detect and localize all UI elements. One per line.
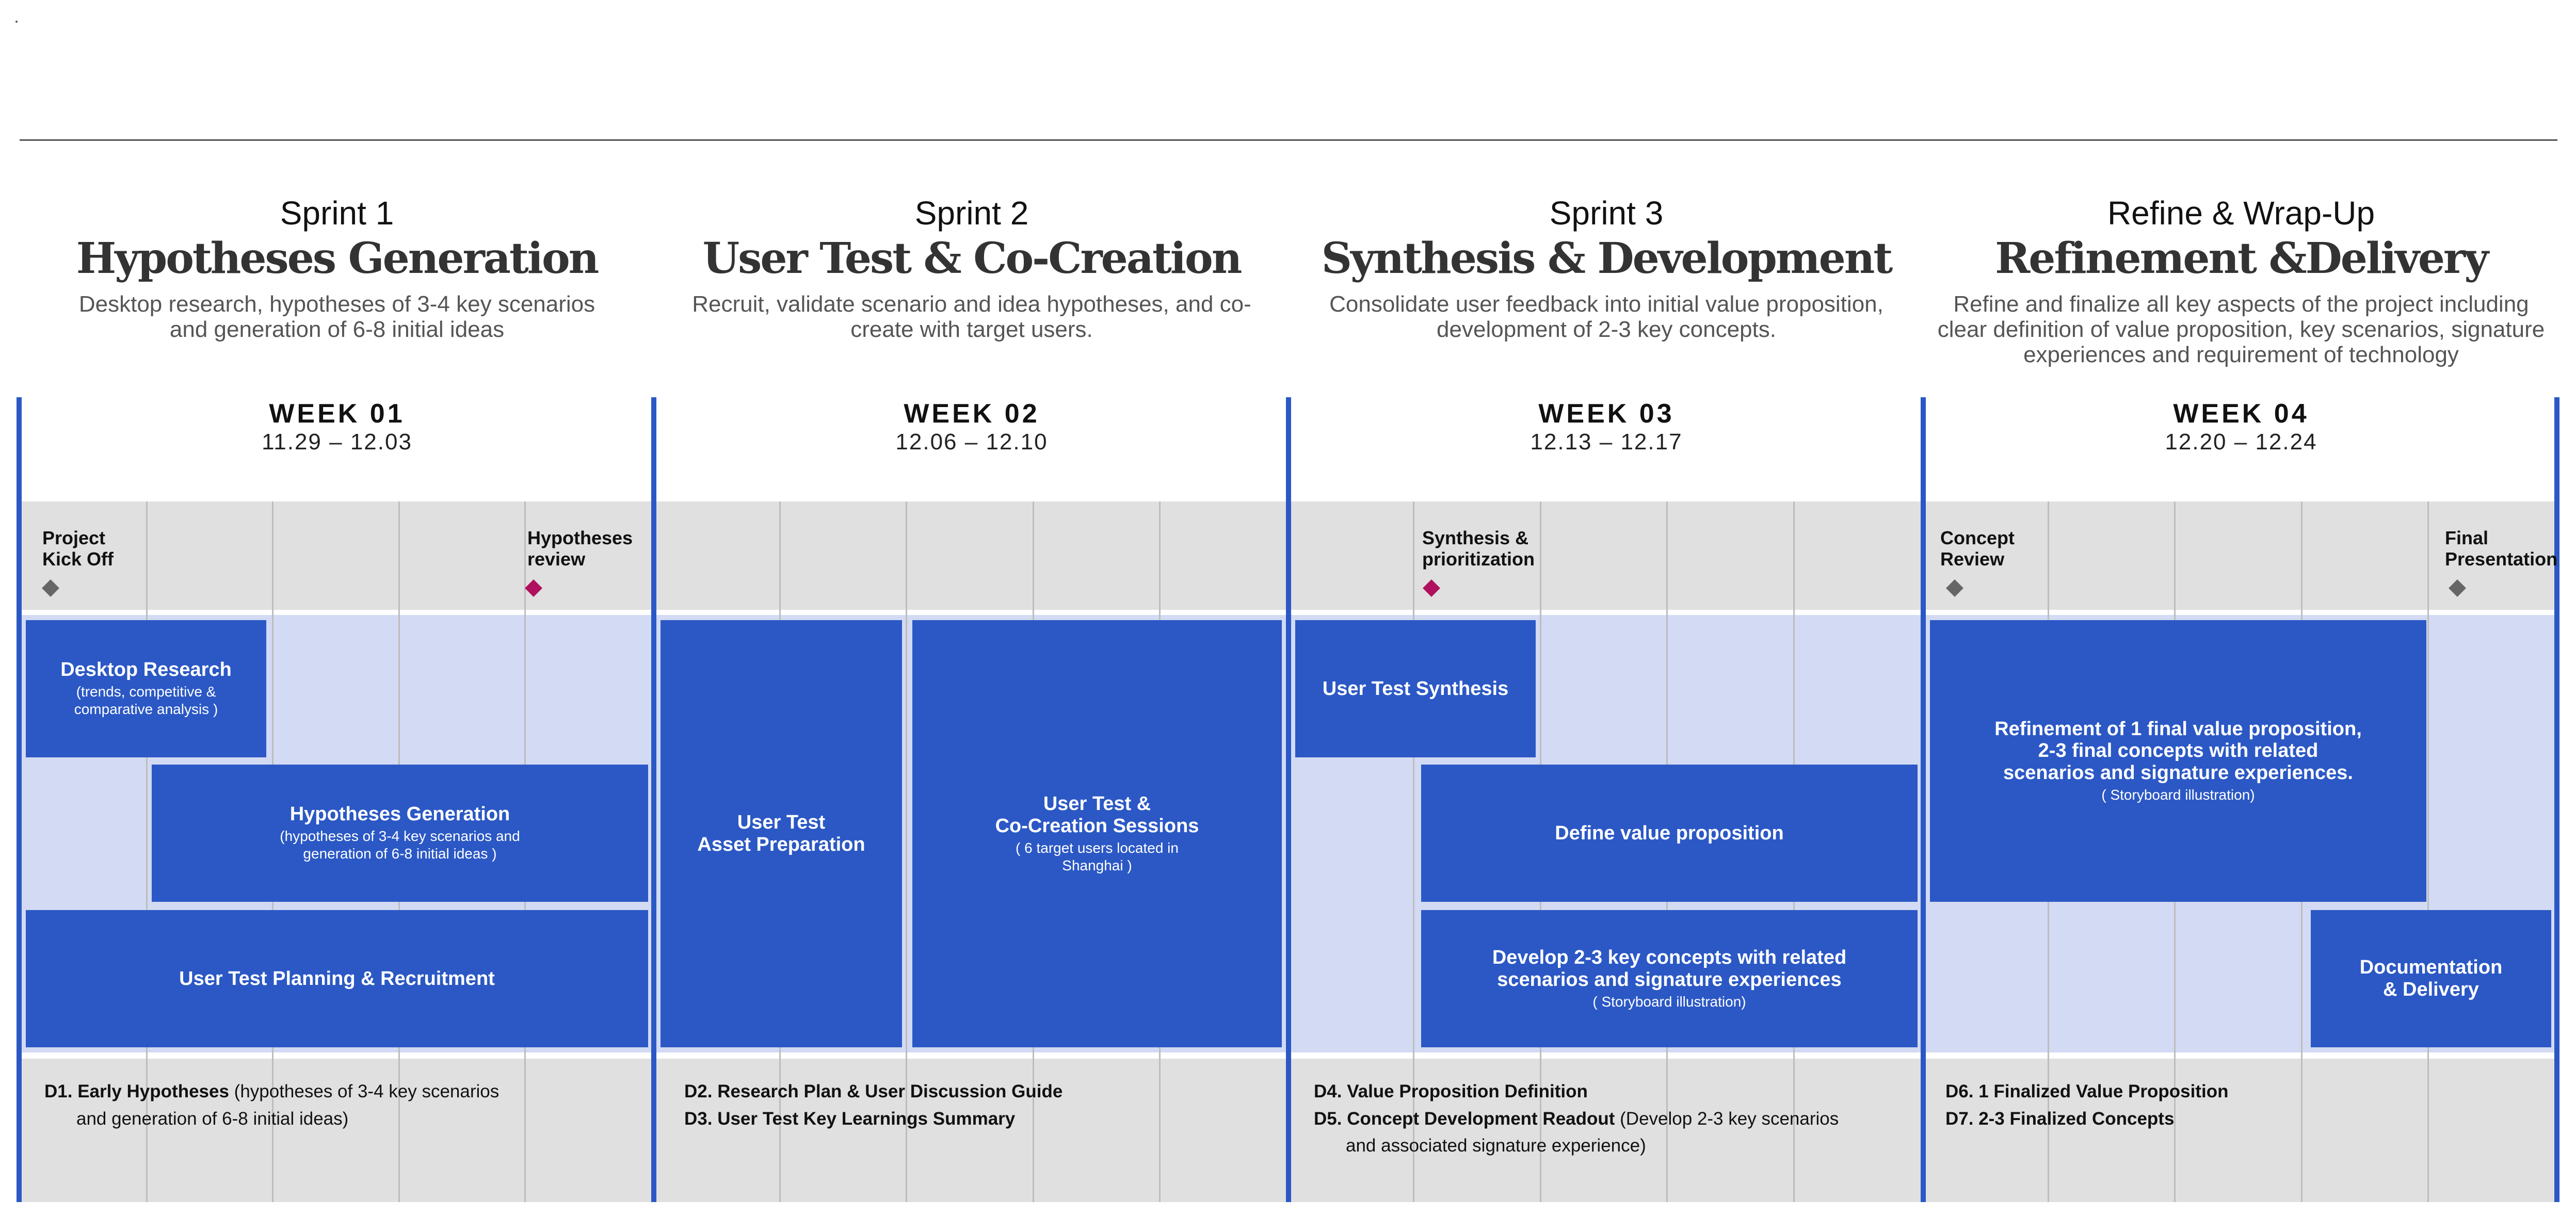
sprint-title: Synthesis & Development (1321, 234, 1893, 284)
week-dates: 11.29 – 12.03 (262, 429, 412, 455)
week-dates: 12.13 – 12.17 (1530, 429, 1683, 455)
corner-dot (15, 21, 18, 23)
sprint-description: Recruit, validate scenario and idea hypo… (654, 291, 1289, 343)
sprint-description-line: development of 2-3 key concepts. (1437, 316, 1776, 342)
task-documentation-delivery[interactable]: Documentation & Delivery (2311, 910, 2551, 1047)
task-user-test-planning[interactable]: User Test Planning & Recruitment (26, 910, 648, 1047)
sprint-2-header: Sprint 2 User Test & Co-Creation Recruit… (654, 195, 1289, 342)
sprint-description: Consolidate user feedback into initial v… (1289, 291, 1924, 343)
sprint-4-header: Refine & Wrap-Up Refinement &Delivery Re… (1924, 194, 2558, 368)
sprint-label: Sprint 2 (914, 194, 1029, 232)
week-label: WEEK 02 (904, 399, 1040, 429)
week-separator (1921, 397, 1926, 1202)
week-02-header: WEEK 02 12.06 – 12.10 (654, 398, 1289, 455)
deliverable-title: D5. Concept Development Readout (1314, 1108, 1615, 1129)
day-gridline (2427, 501, 2429, 1202)
task-title: User Test Synthesis (1322, 677, 1509, 700)
task-subtitle: ( 6 target users located in Shanghai ) (1016, 839, 1179, 873)
deliverable-title: D1. Early Hypotheses (44, 1081, 229, 1101)
task-subtitle: ( Storyboard illustration) (2101, 787, 2255, 803)
week-dates: 12.20 – 12.24 (2165, 429, 2317, 455)
deliverables-week-03: D4. Value Proposition Definition D5. Con… (1314, 1078, 1912, 1160)
deliverable-d2: D2. Research Plan & User Discussion Guid… (684, 1081, 1063, 1101)
sprint-title: Refinement &Delivery (1995, 234, 2489, 284)
sprint-description-line: create with target users. (850, 316, 1093, 342)
sprint-label: Refine & Wrap-Up (2107, 194, 2375, 232)
sprint-description-line: Consolidate user feedback into initial v… (1329, 291, 1883, 317)
sprint-description: Desktop research, hypotheses of 3-4 key … (20, 291, 654, 343)
task-title: User Test Asset Preparation (697, 812, 865, 855)
day-gridline (1413, 501, 1414, 1202)
sprint-description-line: Refine and finalize all key aspects of t… (1953, 291, 2529, 317)
milestone-label: Concept Review (1940, 527, 2015, 570)
week-label: WEEK 03 (1538, 399, 1675, 429)
task-title: Develop 2-3 key concepts with related sc… (1492, 946, 1847, 991)
sprint-description: Refine and finalize all key aspects of t… (1924, 291, 2558, 368)
sprint-3-header: Sprint 3 Synthesis & Development Consoli… (1289, 195, 1924, 342)
sprint-1-header: Sprint 1 Hypotheses Generation Desktop r… (20, 195, 654, 342)
milestone-label: Project Kick Off (42, 527, 114, 570)
milestone-label: Synthesis & prioritization (1422, 527, 1535, 570)
deliverables-week-02: D2. Research Plan & User Discussion Guid… (684, 1078, 1283, 1132)
deliverable-detail: and associated signature experience) (1346, 1136, 1646, 1156)
week-separator (2554, 397, 2559, 1202)
day-gridline (906, 501, 907, 1202)
task-title: Define value proposition (1555, 822, 1784, 844)
deliverable-detail: (Develop 2-3 key scenarios (1615, 1108, 1839, 1129)
sprint-description-line: clear definition of value proposition, k… (1937, 316, 2545, 342)
week-separator (17, 397, 22, 1202)
task-title: User Test & Co-Creation Sessions (995, 792, 1199, 837)
milestone-label: Final Presentation (2445, 527, 2558, 570)
sprint-description-line: Recruit, validate scenario and idea hypo… (692, 291, 1251, 317)
task-title: Hypotheses Generation (289, 803, 510, 825)
sprint-title: User Test & Co-Creation (702, 234, 1243, 284)
deliverable-d7: D7. 2-3 Finalized Concepts (1945, 1108, 2175, 1129)
task-title: Refinement of 1 final value proposition,… (1994, 718, 2362, 784)
week-label: WEEK 01 (269, 399, 405, 429)
week-separator (1286, 397, 1291, 1202)
task-subtitle: ( Storyboard illustration) (1592, 993, 1746, 1010)
task-subtitle: (trends, competitive & comparative analy… (74, 684, 218, 718)
task-user-test-synthesis[interactable]: User Test Synthesis (1295, 620, 1536, 757)
task-hypotheses-generation[interactable]: Hypotheses Generation (hypotheses of 3-4… (152, 765, 648, 902)
task-develop-key-concepts[interactable]: Develop 2-3 key concepts with related sc… (1421, 910, 1918, 1047)
task-subtitle: (hypotheses of 3-4 key scenarios and gen… (280, 828, 520, 862)
task-title: Documentation & Delivery (2359, 957, 2503, 1000)
sprint-title: Hypotheses Generation (76, 234, 600, 284)
sprint-label: Sprint 1 (280, 194, 394, 232)
task-desktop-research[interactable]: Desktop Research (trends, competitive & … (26, 620, 266, 757)
week-dates: 12.06 – 12.10 (895, 429, 1048, 455)
task-asset-preparation[interactable]: User Test Asset Preparation (661, 620, 902, 1047)
day-gridline (146, 501, 148, 1202)
task-title: Desktop Research (60, 659, 232, 681)
week-label: WEEK 04 (2173, 399, 2309, 429)
week-03-header: WEEK 03 12.13 – 12.17 (1289, 398, 1924, 455)
deliverables-week-01: D1. Early Hypotheses (hypotheses of 3-4 … (44, 1078, 643, 1132)
week-04-header: WEEK 04 12.20 – 12.24 (1924, 398, 2558, 455)
task-title: User Test Planning & Recruitment (179, 967, 495, 990)
sprint-description-line: experiences and requirement of technolog… (2023, 342, 2459, 368)
deliverable-d5: D5. Concept Development Readout (Develop… (1314, 1106, 1912, 1133)
deliverable-d1: D1. Early Hypotheses (hypotheses of 3-4 … (44, 1078, 643, 1106)
sprint-description-line: and generation of 6-8 initial ideas (169, 316, 505, 342)
sprint-label: Sprint 3 (1549, 194, 1664, 232)
deliverable-d6: D6. 1 Finalized Value Proposition (1945, 1081, 2229, 1101)
task-co-creation-sessions[interactable]: User Test & Co-Creation Sessions ( 6 tar… (912, 620, 1282, 1047)
deliverable-d4: D4. Value Proposition Definition (1314, 1081, 1588, 1101)
task-refinement[interactable]: Refinement of 1 final value proposition,… (1930, 620, 2426, 902)
deliverable-detail: and generation of 6-8 initial ideas) (76, 1108, 349, 1129)
week-separator (651, 397, 656, 1202)
milestone-label: Hypotheses review (527, 527, 633, 570)
deliverable-d3: D3. User Test Key Learnings Summary (684, 1108, 1016, 1129)
week-01-header: WEEK 01 11.29 – 12.03 (20, 398, 654, 455)
deliverables-week-04: D6. 1 Finalized Value Proposition D7. 2-… (1945, 1078, 2544, 1132)
sprint-description-line: Desktop research, hypotheses of 3-4 key … (78, 291, 595, 317)
header-divider (20, 139, 2557, 141)
task-define-value-proposition[interactable]: Define value proposition (1421, 765, 1918, 902)
deliverable-detail: (hypotheses of 3-4 key scenarios (229, 1081, 500, 1101)
